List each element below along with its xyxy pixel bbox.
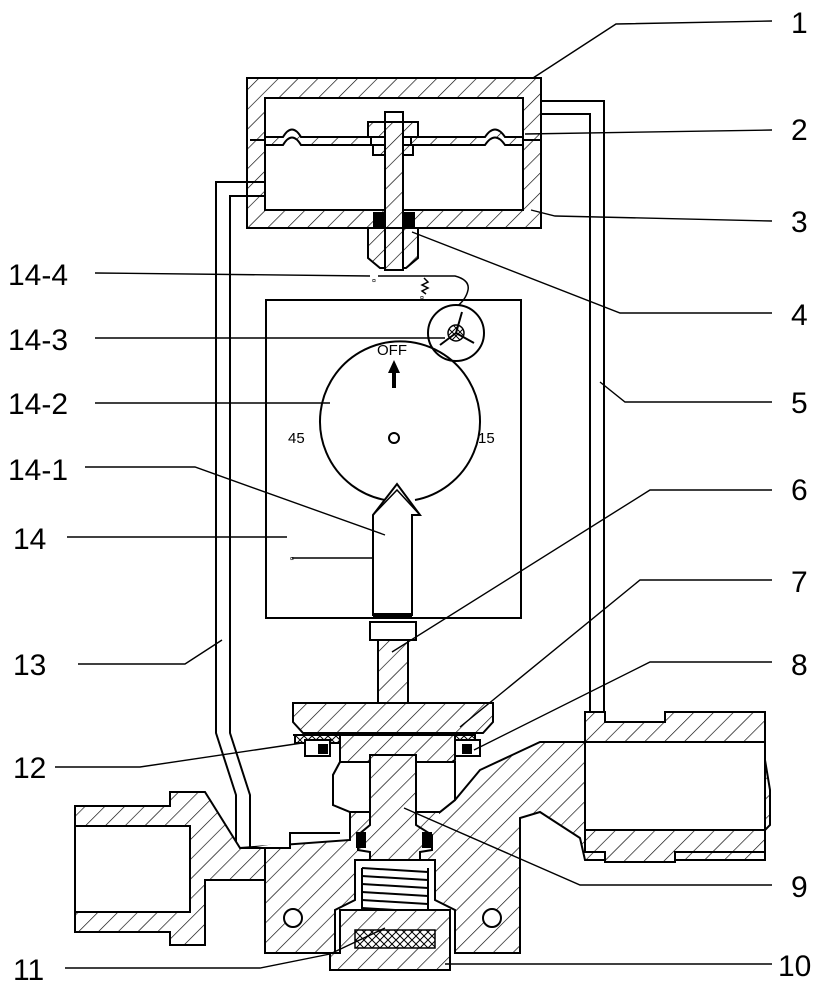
label-14: 14 bbox=[13, 523, 46, 556]
svg-text:¤: ¤ bbox=[372, 278, 376, 285]
dial-right-label: 15 bbox=[478, 430, 495, 447]
label-13: 13 bbox=[13, 649, 46, 682]
label-14-2: 14-2 bbox=[8, 388, 68, 421]
label-12: 12 bbox=[13, 752, 46, 785]
label-11: 11 bbox=[13, 954, 44, 987]
label-2: 2 bbox=[791, 114, 808, 147]
label-14-4: 14-4 bbox=[8, 259, 68, 292]
label-7: 7 bbox=[791, 566, 808, 599]
pipe-5 bbox=[541, 101, 604, 742]
cover-7 bbox=[293, 703, 493, 733]
label-4: 4 bbox=[791, 299, 808, 332]
dial-off-label: OFF bbox=[377, 342, 407, 359]
svg-text:¤: ¤ bbox=[290, 556, 294, 563]
label-1: 1 bbox=[791, 7, 808, 40]
label-14-3: 14-3 bbox=[8, 324, 68, 357]
label-5: 5 bbox=[791, 387, 808, 420]
dial-left-label: 45 bbox=[288, 430, 305, 447]
label-9: 9 bbox=[791, 871, 808, 904]
svg-text:¤: ¤ bbox=[420, 295, 424, 302]
label-3: 3 bbox=[791, 206, 808, 239]
label-14-1: 14-1 bbox=[8, 454, 68, 487]
plug-10 bbox=[330, 910, 450, 970]
label-6: 6 bbox=[791, 474, 808, 507]
pipe-13 bbox=[216, 182, 265, 848]
knob-14-3 bbox=[428, 305, 484, 361]
label-10: 10 bbox=[778, 950, 811, 983]
label-8: 8 bbox=[791, 649, 808, 682]
